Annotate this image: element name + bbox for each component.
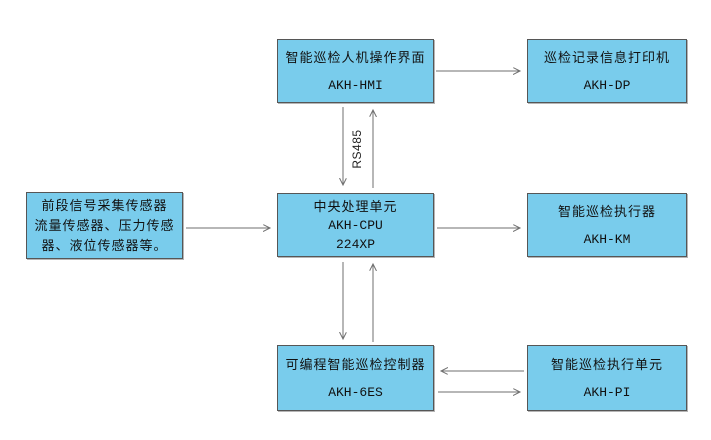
node-front-sensors: 前段信号采集传感器 流量传感器、压力传感 器、液位传感器等。 — [26, 192, 183, 259]
node-printer: 巡检记录信息打印机 AKH-DP — [527, 39, 687, 103]
node-code: AKH-HMI — [328, 77, 383, 93]
node-code: AKH-PI — [583, 384, 631, 400]
node-title: 智能巡检执行单元 — [550, 356, 663, 372]
node-title: 可编程智能巡检控制器 — [285, 356, 426, 372]
node-execution-unit: 智能巡检执行单元 AKH-PI — [527, 345, 687, 411]
node-title: 智能巡检执行器 — [557, 203, 656, 219]
node-programmable-controller: 可编程智能巡检控制器 AKH-6ES — [277, 345, 434, 411]
node-cpu: 中央处理单元 AKH-CPU 224XP — [277, 193, 434, 257]
node-code: AKH-DP — [583, 77, 631, 93]
node-text-line: 前段信号采集传感器 — [41, 197, 168, 213]
node-text-line: 流量传感器、压力传感 — [34, 217, 175, 233]
node-code: AKH-6ES — [328, 384, 383, 400]
node-hmi-interface: 智能巡检人机操作界面 AKH-HMI — [277, 39, 434, 103]
node-actuator: 智能巡检执行器 AKH-KM — [527, 193, 687, 257]
node-title: 智能巡检人机操作界面 — [285, 49, 426, 65]
node-title: 巡检记录信息打印机 — [543, 49, 670, 65]
node-title: 中央处理单元 — [313, 198, 398, 214]
rs485-bus-label: RS485 — [350, 129, 364, 169]
node-code: AKH-CPU — [328, 217, 383, 233]
node-code: AKH-KM — [583, 231, 631, 247]
node-text-line: 器、液位传感器等。 — [41, 237, 168, 253]
node-model: 224XP — [335, 236, 375, 252]
